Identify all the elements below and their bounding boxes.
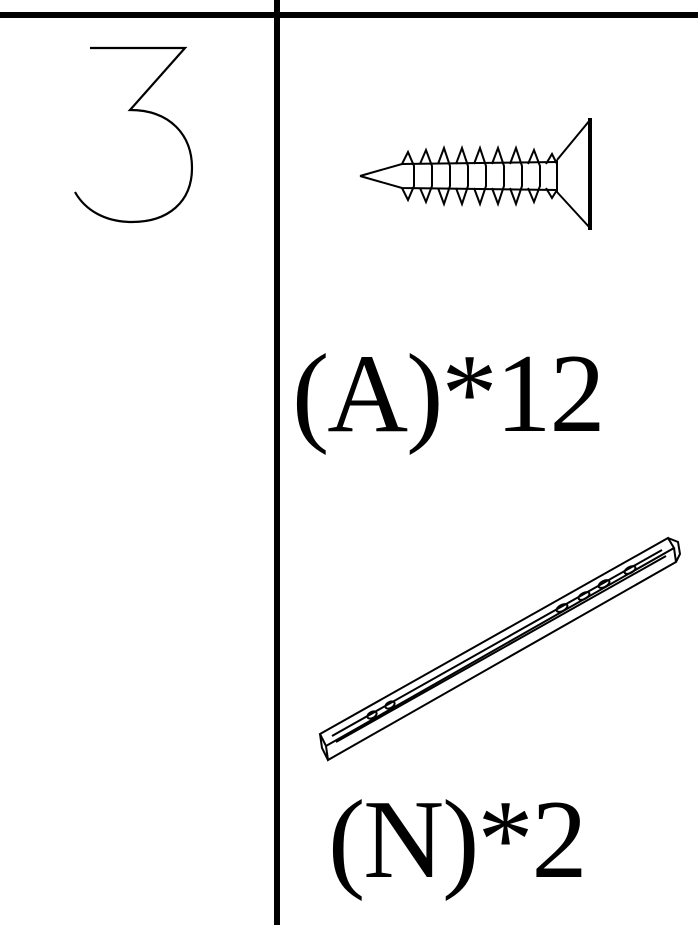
part-n-quantity-label: (N)*2	[328, 778, 587, 902]
countersunk-screw-icon	[359, 118, 592, 230]
table-top-border	[0, 12, 698, 18]
drawer-slide-rail-icon	[318, 536, 682, 762]
column-divider	[274, 0, 280, 925]
part-a-quantity-label: (A)*12	[292, 332, 605, 456]
step-number-3	[74, 46, 194, 224]
